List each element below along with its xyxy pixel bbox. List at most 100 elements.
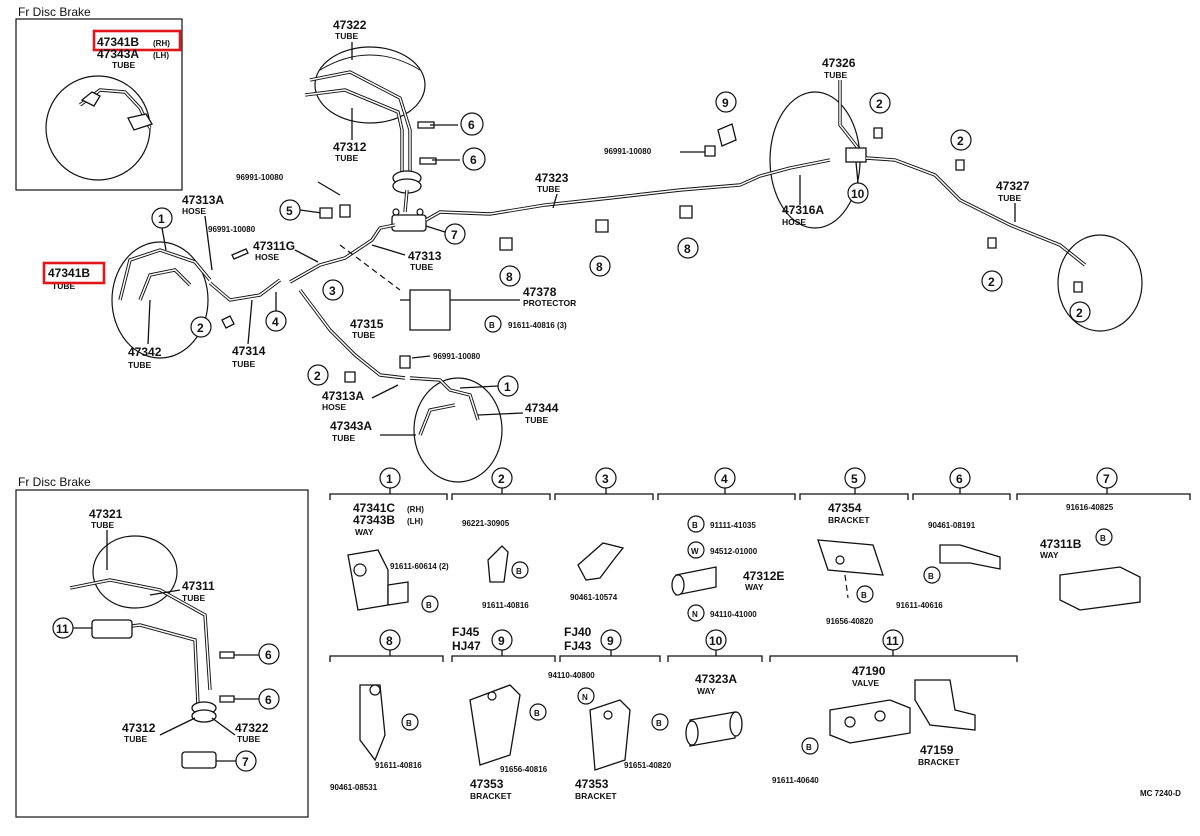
bolt-B-d1[interactable]	[421, 595, 439, 613]
washer-W-d4[interactable]	[687, 541, 705, 559]
part-47322-top[interactable]: 47322	[333, 18, 367, 32]
part-47343A-inset[interactable]: 47343A	[97, 47, 139, 61]
detail-callout-2[interactable]	[491, 467, 513, 489]
detail-callout-9b[interactable]	[600, 629, 622, 651]
part-90461-08191[interactable]: 90461-08191	[928, 521, 976, 530]
callout-6-inset-a[interactable]	[258, 643, 280, 665]
detail-callout-11[interactable]	[882, 629, 904, 651]
part-47353-a[interactable]: 47353	[470, 777, 504, 791]
part-47311G[interactable]: 47311G	[253, 239, 295, 253]
part-47353-b[interactable]: 47353	[575, 777, 609, 791]
part-96221-30905[interactable]: 96221-30905	[462, 519, 510, 528]
part-91611-40816-3[interactable]: 91611-40816 (3)	[508, 321, 567, 330]
svg-text:B: B	[692, 521, 698, 530]
bolt-B-d5[interactable]	[856, 585, 874, 603]
part-47312E[interactable]: 47312E	[743, 569, 784, 583]
detail-callout-8[interactable]	[379, 629, 401, 651]
detail-callout-9a[interactable]	[491, 629, 513, 651]
callout-9-main[interactable]	[715, 91, 737, 113]
part-47316A[interactable]: 47316A	[782, 203, 824, 217]
part-47344[interactable]: 47344	[525, 401, 559, 415]
part-47313A-bot[interactable]: 47313A	[322, 389, 364, 403]
part-47323[interactable]: 47323	[535, 171, 569, 185]
part-91611-60614[interactable]: 91611-60614 (2)	[390, 562, 449, 571]
part-91611-40640[interactable]: 91611-40640	[772, 776, 819, 785]
callout-8a[interactable]	[499, 265, 521, 287]
callout-7-main[interactable]	[444, 223, 466, 245]
bolt-B-d8[interactable]	[401, 713, 419, 731]
bolt-B-d11[interactable]	[801, 737, 819, 755]
detail-callout-3[interactable]	[595, 467, 617, 489]
part-47342[interactable]: 47342	[128, 345, 162, 359]
callout-2-rear-c[interactable]	[981, 270, 1003, 292]
bolt-B-d9b[interactable]	[651, 713, 669, 731]
part-47159[interactable]: 47159	[920, 743, 954, 757]
part-47313A-top[interactable]: 47313A	[182, 193, 224, 207]
part-47323A[interactable]: 47323A	[695, 672, 737, 686]
part-91656-40820[interactable]: 91656-40820	[826, 617, 874, 626]
callout-6a[interactable]	[460, 112, 484, 136]
callout-8b[interactable]	[589, 255, 611, 277]
callout-2-center[interactable]	[307, 364, 329, 386]
part-47341B-main[interactable]: 47341B	[48, 266, 90, 280]
nut-N-d4[interactable]	[687, 604, 705, 622]
part-47312-top[interactable]: 47312	[333, 140, 367, 154]
callout-3-main[interactable]	[322, 279, 344, 301]
part-91111-41035[interactable]: 91111-41035	[710, 521, 756, 530]
part-91651-40820[interactable]: 91651-40820	[624, 761, 672, 770]
part-47341B-inset[interactable]: 47341B	[97, 35, 139, 49]
callout-2-rear-b[interactable]	[950, 129, 972, 151]
part-47343A-bot[interactable]: 47343A	[330, 419, 372, 433]
detail-callout-4[interactable]	[714, 467, 736, 489]
bolt-B-d9a[interactable]	[529, 703, 547, 721]
part-90461-10574[interactable]: 90461-10574	[570, 593, 618, 602]
part-47343B[interactable]: 47343B	[353, 513, 395, 527]
part-94512-01000[interactable]: 94512-01000	[710, 547, 758, 556]
callout-2-rear-a[interactable]	[869, 92, 891, 114]
part-96991-10080-c[interactable]: 96991-10080	[433, 352, 481, 361]
part-47315[interactable]: 47315	[350, 317, 384, 331]
detail-callout-10[interactable]	[705, 629, 727, 651]
part-47321[interactable]: 47321	[89, 507, 123, 521]
bolt-B-d2[interactable]	[511, 561, 529, 579]
detail-callout-7[interactable]	[1096, 467, 1118, 489]
part-91616-40825[interactable]: 91616-40825	[1066, 503, 1114, 512]
bolt-B-d4[interactable]	[687, 515, 705, 533]
part-96991-10080-d[interactable]: 96991-10080	[604, 147, 652, 156]
part-47326[interactable]: 47326	[822, 56, 856, 70]
part-96991-10080-b[interactable]: 96991-10080	[208, 225, 256, 234]
detail-callout-6[interactable]	[949, 467, 971, 489]
part-47314[interactable]: 47314	[232, 344, 266, 358]
part-47313[interactable]: 47313	[408, 249, 442, 263]
part-47190[interactable]: 47190	[852, 664, 886, 678]
part-90461-08531[interactable]: 90461-08531	[330, 783, 378, 792]
bolt-B-protector[interactable]	[484, 315, 502, 333]
detail-callout-1[interactable]	[379, 467, 401, 489]
part-47312-inset[interactable]: 47312	[122, 721, 156, 735]
part-47354[interactable]: 47354	[828, 501, 862, 515]
part-91656-40816[interactable]: 91656-40816	[500, 765, 548, 774]
callout-2-left[interactable]	[190, 316, 212, 338]
nut-N-d9b[interactable]	[577, 687, 595, 705]
part-47311[interactable]: 47311	[182, 579, 215, 593]
part-91611-40616[interactable]: 91611-40616	[896, 601, 943, 610]
part-94110-40800[interactable]: 94110-40800	[548, 671, 595, 680]
part-91611-40816-d8[interactable]: 91611-40816	[375, 761, 422, 770]
part-47378[interactable]: 47378	[523, 285, 557, 299]
bolt-B-d7[interactable]	[1095, 528, 1113, 546]
part-94110-41000[interactable]: 94110-41000	[710, 610, 757, 619]
inset-top-title: Fr Disc Brake	[18, 5, 91, 19]
callout-6b[interactable]	[462, 147, 486, 171]
part-91611-40816-d2[interactable]: 91611-40816	[482, 601, 529, 610]
svg-text:(LH): (LH)	[407, 517, 423, 526]
bolt-B-d6[interactable]	[923, 566, 941, 584]
callout-8c[interactable]	[677, 237, 699, 259]
part-47327[interactable]: 47327	[996, 179, 1030, 193]
part-47322-inset[interactable]: 47322	[235, 721, 269, 735]
part-96991-10080-a[interactable]: 96991-10080	[236, 173, 284, 182]
part-47341C[interactable]: 47341C	[353, 501, 395, 515]
svg-text:B: B	[806, 743, 812, 752]
part-47311B[interactable]: 47311B	[1040, 537, 1082, 551]
detail-callout-5[interactable]	[844, 467, 866, 489]
callout-2-rear-d[interactable]	[1069, 301, 1091, 323]
